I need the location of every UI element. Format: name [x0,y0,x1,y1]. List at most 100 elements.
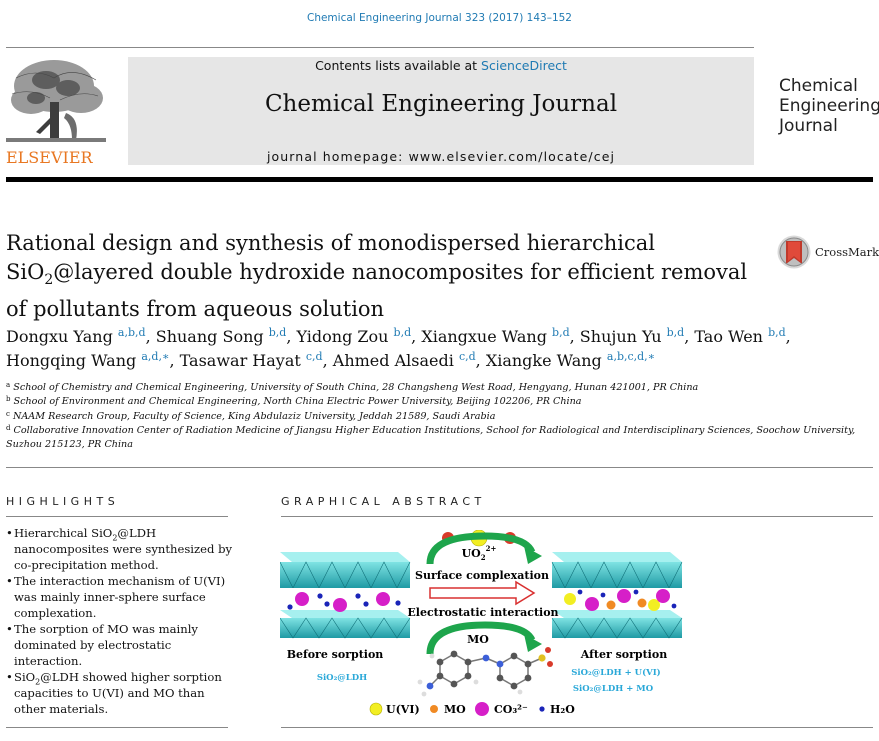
bullet-icon: • [6,574,13,588]
legend-co3-label: CO₃²⁻ [494,703,528,716]
surface-arrow-icon [426,532,536,565]
author-name[interactable]: Xiangke Wang [485,351,602,370]
journal-logo-line3: Journal [779,116,838,136]
journal-citation[interactable]: Chemical Engineering Journal 323 (2017) … [306,12,572,24]
journal-title[interactable]: Chemical Engineering Journal [264,91,618,117]
affiliation-text: School of Chemistry and Chemical Enginee… [13,382,699,393]
author-name[interactable]: Dongxu Yang [6,327,113,346]
crossmark-badge[interactable]: CrossMark [777,234,879,270]
highlight-item: •Hierarchical SiO2@LDH nanocomposites we… [6,525,236,573]
affiliation-mark: d [6,423,11,432]
author-name[interactable]: Xiangxue Wang [421,327,547,346]
affiliation: c NAAM Research Group, Faculty of Scienc… [6,410,866,424]
highlight-item: •The interaction mechanism of U(VI) was … [6,573,236,621]
legend-h2o-label: H₂O [550,703,575,716]
highlight-text-continued: @LDH nanocomposites were synthesized by … [14,526,233,572]
mo-molecule-icon [417,647,553,697]
author[interactable]: Ahmed Alsaedi c,d [333,351,476,370]
graphical-abstract-figure[interactable]: UO22+ Surface complexation Electrostatic… [279,529,692,725]
author[interactable]: Tasawar Hayat c,d [180,351,323,370]
author-name[interactable]: Shuang Song [155,327,264,346]
affiliation-list: a School of Chemistry and Chemical Engin… [6,381,866,452]
sciencedirect-link[interactable]: ScienceDirect [481,58,567,73]
affiliation-mark: b [6,395,11,404]
author[interactable]: Hongqing Wang a,d,∗ [6,351,169,370]
affiliation-divider [6,467,873,468]
author-affiliation-marks[interactable]: c,d [305,350,323,363]
journal-logo-line1: Chemical [779,76,858,96]
journal-homepage-link[interactable]: journal homepage: www.elsevier.com/locat… [266,149,616,164]
surface-complexation-label: Surface complexation [415,569,549,582]
legend-uvi-label: U(VI) [386,703,420,716]
journal-logo-line2: Engineering [779,96,879,116]
author-name[interactable]: Tasawar Hayat [179,351,301,370]
author-name[interactable]: Yidong Zou [296,327,389,346]
affiliation-text: Collaborative Innovation Center of Radia… [6,424,856,451]
author-name[interactable]: Tao Wen [694,327,763,346]
mo-arrow-icon [426,621,536,655]
electrostatic-arrow-icon [429,580,536,606]
graphical-abstract-svg: UO22+ Surface complexation Electrostatic… [279,529,683,716]
author-affiliation-marks[interactable]: b,d [268,326,287,339]
graphical-abstract-heading: GRAPHICAL ABSTRACT [281,495,486,508]
title-part-1: Rational design and synthesis of monodis… [6,231,655,284]
elsevier-tree-icon [6,58,106,150]
author-name[interactable]: Ahmed Alsaedi [332,351,454,370]
mo-label: MO [467,633,489,646]
author-name[interactable]: Shujun Yu [579,327,662,346]
highlight-text-continued: @LDH showed higher sorption capacities t… [14,670,222,716]
after-sorption-label: After sorption [580,648,667,661]
highlight-text: Hierarchical SiO [14,526,113,540]
author-name[interactable]: Hongqing Wang [6,351,137,370]
crossmark-icon [777,235,811,269]
ga-legend: U(VI) MO CO₃²⁻ H₂O [369,702,575,716]
legend-uvi-marker [369,702,383,716]
graphical-abstract-bottom-rule [281,727,873,728]
journal-masthead: Contents lists available at ScienceDirec… [128,57,754,165]
crossmark-label: CrossMark [815,245,879,259]
author-affiliation-marks[interactable]: b,d [552,326,570,339]
highlight-text: The sorption of MO was mainly dominated … [14,622,198,668]
graphical-abstract-top-rule [281,516,873,517]
affiliation-mark: c [6,409,10,418]
elsevier-logo[interactable] [6,58,106,168]
affiliation-text: School of Environment and Chemical Engin… [13,396,582,408]
affiliation-mark: a [6,381,11,389]
header-divider-bar [6,177,873,182]
author-affiliation-marks[interactable]: a,d,∗ [141,350,170,363]
legend-mo-label: MO [444,703,466,716]
author-list: Dongxu Yang a,b,d, Shuang Song b,d, Yido… [6,326,791,370]
author[interactable]: Xiangke Wang a,b,c,d,∗ [486,351,655,370]
material-after-uvi-label: SiO₂@LDH + U(VI) [571,667,660,678]
author-affiliation-marks[interactable]: b,d [666,326,685,339]
elsevier-wordmark: ELSEVIER [6,148,93,167]
legend-h2o-marker [539,706,545,712]
highlight-item: •The sorption of MO was mainly dominated… [6,621,236,669]
author[interactable]: Xiangxue Wang b,d [421,327,569,346]
highlight-subscript: 2 [112,533,118,543]
affiliation: a School of Chemistry and Chemical Engin… [6,381,866,395]
author[interactable]: Dongxu Yang a,b,d [6,327,146,346]
author[interactable]: Yidong Zou b,d [296,327,411,346]
ions-before [287,592,401,612]
before-sorption-label: Before sorption [287,648,384,661]
author-affiliation-marks[interactable]: a,b,c,d,∗ [606,350,656,363]
author[interactable]: Shujun Yu b,d [580,327,684,346]
author[interactable]: Tao Wen b,d [694,327,785,346]
legend-co3-marker [475,702,489,716]
top-rule [6,47,754,48]
author-affiliation-marks[interactable]: c,d [458,350,476,363]
author-affiliation-marks[interactable]: b,d [768,326,786,339]
material-before-label: SiO₂@LDH [317,673,367,683]
affiliation: b School of Environment and Chemical Eng… [6,395,866,409]
journal-logo[interactable]: Chemical Engineering Journal [779,76,879,136]
legend-mo-marker [430,705,438,713]
ldh-stack-before [279,552,411,639]
electrostatic-interaction-label: Electrostatic interaction [407,606,558,619]
author-affiliation-marks[interactable]: b,d [393,326,412,339]
title-subscript: 2 [44,272,54,289]
highlight-item: •SiO2@LDH showed higher sorption capacit… [6,669,236,717]
author-affiliation-marks[interactable]: a,b,d [117,326,146,339]
author[interactable]: Shuang Song b,d [156,327,287,346]
highlights-bottom-rule [6,727,228,728]
